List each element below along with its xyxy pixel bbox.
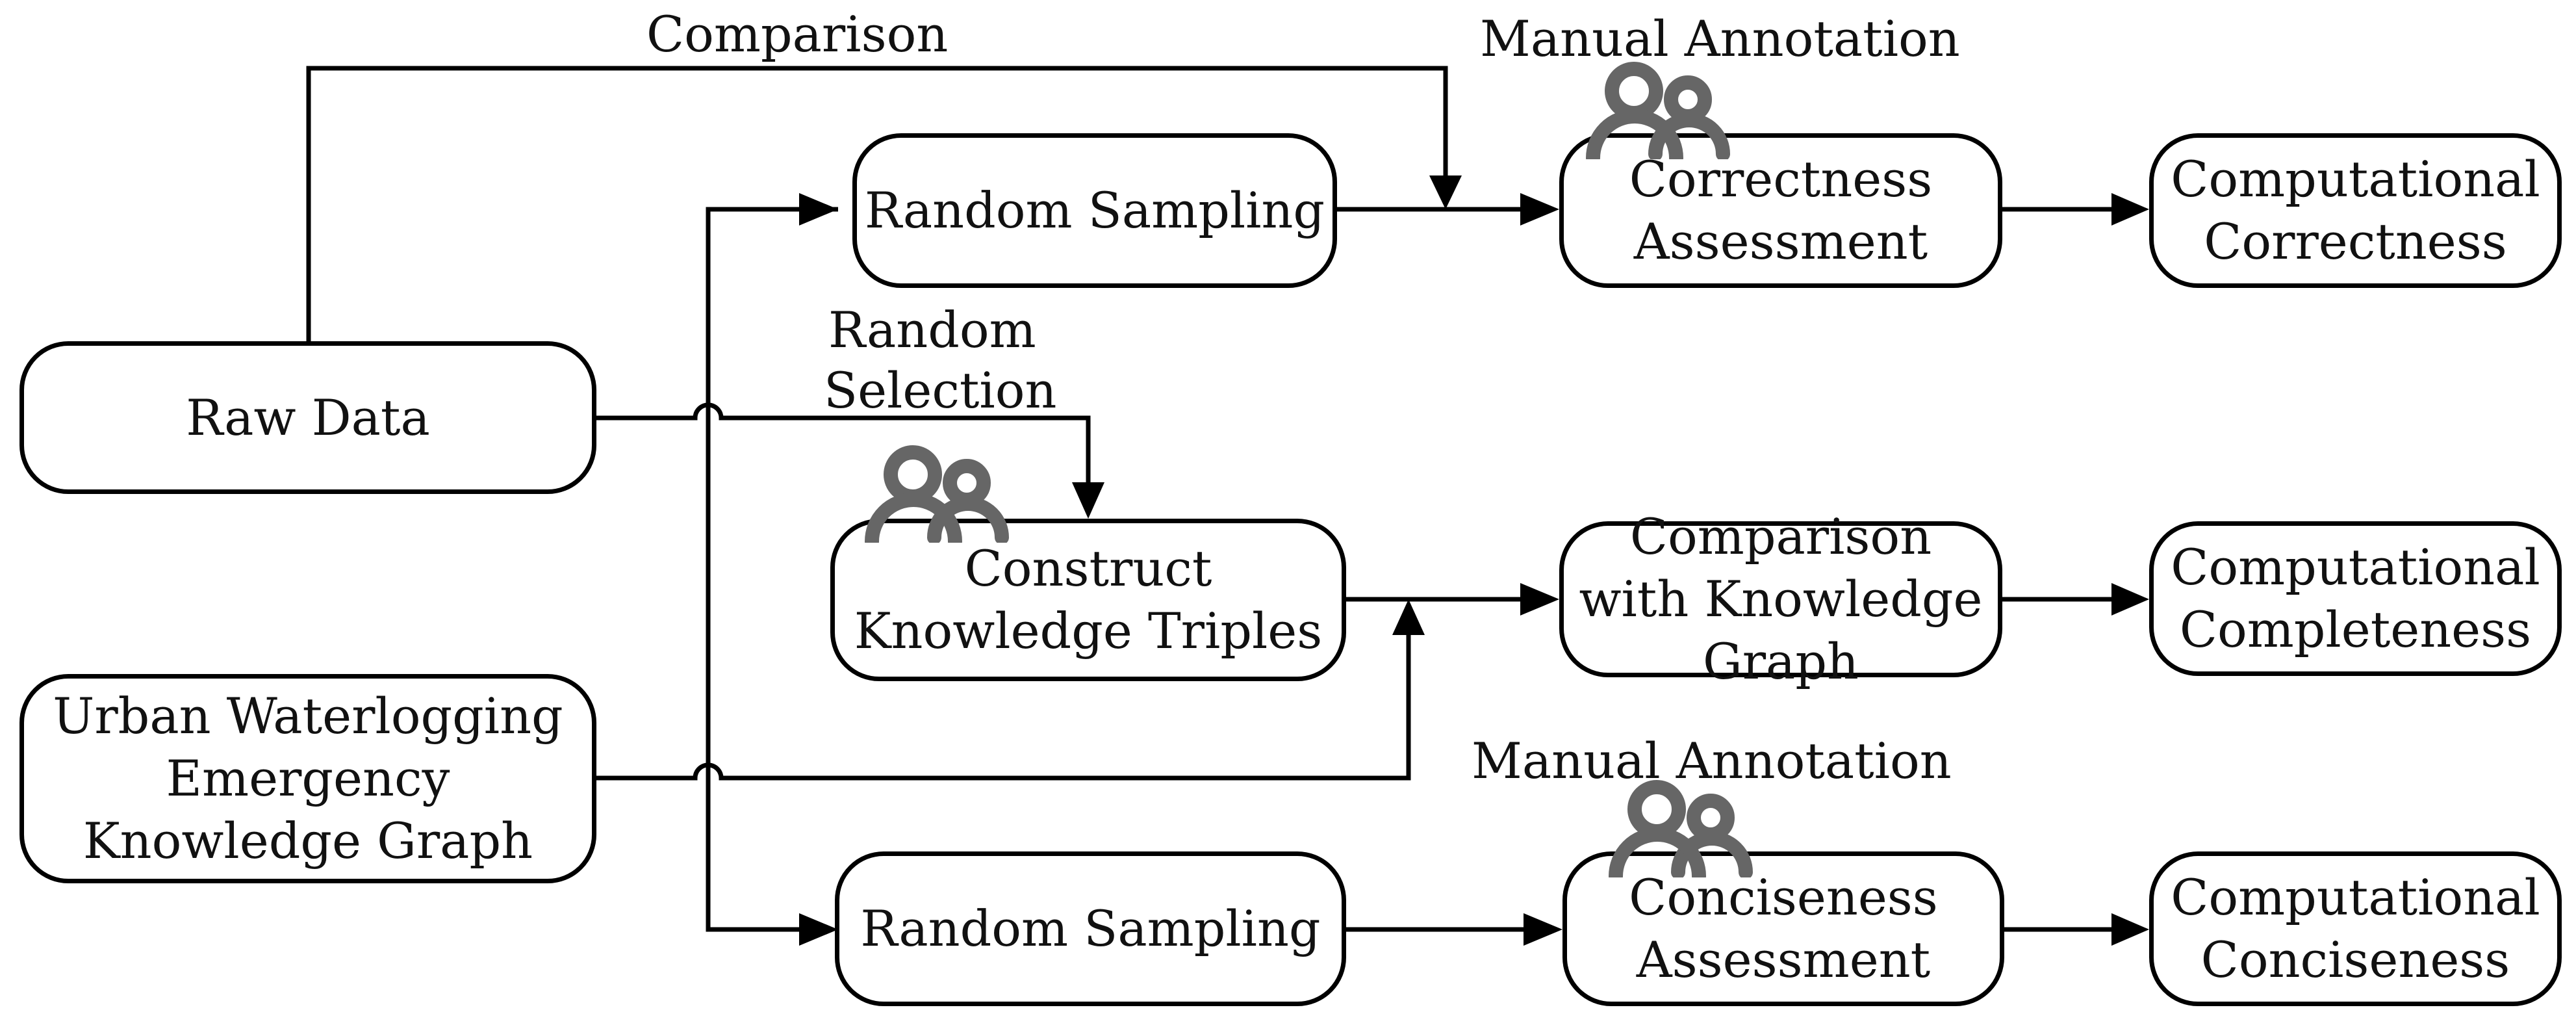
construct-line-2: Knowledge Triples bbox=[854, 602, 1323, 660]
people-icon bbox=[1609, 780, 1753, 877]
random-sampling-bottom-label: Random Sampling bbox=[860, 900, 1321, 957]
people-icon bbox=[1586, 62, 1730, 159]
knowledge-graph-line-1: Urban Waterlogging bbox=[53, 687, 563, 745]
comparison-kg-line-3: Graph bbox=[1703, 632, 1859, 690]
conciseness-line-2: Assessment bbox=[1636, 931, 1931, 989]
comparison-kg-arrowhead bbox=[1520, 583, 1559, 616]
random-selection-connector bbox=[596, 402, 1091, 484]
sampling-top-arrowhead bbox=[799, 193, 838, 226]
computational-correctness-line-2: Correctness bbox=[2204, 213, 2507, 270]
correctness-assessment-box: Correctness Assessment bbox=[1559, 133, 2002, 288]
comparison-knowledge-graph-box: Comparison with Knowledge Graph bbox=[1559, 508, 2002, 690]
construct-arrowhead bbox=[1072, 482, 1104, 519]
computational-completeness-box: Computational Completeness bbox=[2149, 521, 2562, 676]
raw-data-label: Raw Data bbox=[186, 388, 430, 447]
random-sampling-top-label: Random Sampling bbox=[864, 181, 1325, 239]
computational-conciseness-box: Computational Conciseness bbox=[2149, 851, 2562, 1006]
random-sampling-top-box: Random Sampling bbox=[852, 133, 1337, 288]
comparison-connector bbox=[306, 66, 1448, 341]
correctness-line-2: Assessment bbox=[1633, 213, 1928, 270]
computational-completeness-line-1: Computational bbox=[2171, 538, 2540, 596]
raw-data-box: Raw Data bbox=[19, 341, 596, 494]
correctness-line-1: Correctness bbox=[1629, 150, 1933, 208]
comparison-kg-line-2: with Knowledge bbox=[1579, 570, 1983, 628]
result-conciseness-arrowhead bbox=[2111, 913, 2149, 946]
construct-triples-box: Construct Knowledge Triples bbox=[830, 519, 1346, 681]
computational-completeness-line-2: Completeness bbox=[2179, 601, 2532, 658]
kg-feed-connector bbox=[596, 634, 1411, 781]
comparison-kg-line-1: Comparison bbox=[1629, 508, 1932, 565]
computational-conciseness-line-1: Computational bbox=[2171, 868, 2540, 926]
sampling-bottom-arrowhead bbox=[799, 913, 838, 946]
result-completeness-arrowhead bbox=[2111, 583, 2149, 616]
correctness-arrowhead bbox=[1520, 193, 1559, 226]
computational-conciseness-line-2: Conciseness bbox=[2200, 931, 2510, 989]
manual-annotation-top-label: Manual Annotation bbox=[1480, 10, 1960, 68]
result-correctness-arrowhead bbox=[2111, 193, 2149, 226]
construct-line-1: Construct bbox=[964, 539, 1212, 597]
people-icon bbox=[865, 445, 1009, 543]
computational-correctness-line-1: Computational bbox=[2171, 150, 2540, 208]
comparison-label: Comparison bbox=[646, 5, 949, 63]
sampling-trunk-connector bbox=[706, 207, 838, 932]
comparison-arrowhead bbox=[1429, 175, 1462, 209]
random-sampling-bottom-box: Random Sampling bbox=[835, 851, 1346, 1006]
conciseness-assessment-box: Conciseness Assessment bbox=[1562, 851, 2004, 1006]
random-label: Random bbox=[828, 301, 1036, 359]
knowledge-graph-line-2: Emergency bbox=[166, 749, 450, 807]
conciseness-arrowhead bbox=[1524, 913, 1562, 946]
conciseness-line-1: Conciseness bbox=[1629, 868, 1938, 926]
kg-feed-arrowhead bbox=[1392, 599, 1425, 635]
knowledge-graph-line-3: Knowledge Graph bbox=[83, 812, 533, 870]
computational-correctness-box: Computational Correctness bbox=[2149, 133, 2562, 288]
selection-label: Selection bbox=[824, 361, 1057, 419]
manual-annotation-bottom-label: Manual Annotation bbox=[1472, 732, 1952, 790]
knowledge-graph-box: Urban Waterlogging Emergency Knowledge G… bbox=[19, 674, 596, 883]
